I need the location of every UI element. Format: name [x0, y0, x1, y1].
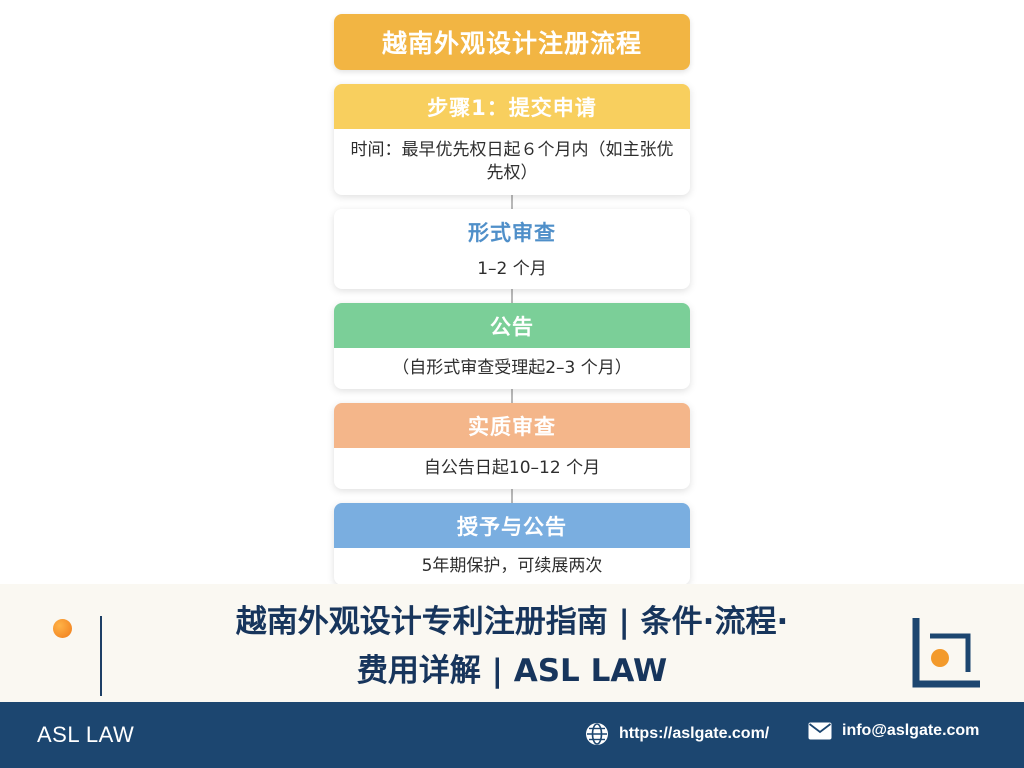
step-detail: 自公告日起10–12 个月	[423, 458, 601, 479]
step-publication: 公告 （自形式审查受理起2–3 个月）	[334, 303, 690, 389]
step-detail: （自形式审查受理起2–3 个月）	[392, 358, 632, 379]
email-address: info@aslgate.com	[842, 722, 980, 739]
step-heading: 授予与公告	[334, 503, 690, 548]
email-link[interactable]: info@aslgate.com	[808, 722, 979, 740]
envelope-icon	[808, 722, 832, 740]
connector-line	[511, 195, 513, 209]
page-title-line-2: 费用详解 | ASL LAW	[356, 653, 668, 689]
flowchart-title: 越南外观设计注册流程	[334, 14, 690, 70]
footer-brand: ASL LAW	[37, 722, 135, 747]
step-detail: 5年期保护，可续展两次	[421, 556, 603, 577]
connector-line	[511, 489, 513, 503]
step-submit-application: 步骤1：提交申请 时间：最早优先权日起６个月内（如主张优先权）	[334, 84, 690, 195]
step-heading: 公告	[334, 303, 690, 348]
website-url: https://aslgate.com/	[619, 725, 770, 742]
connector-line	[511, 389, 513, 403]
step-heading: 步骤1：提交申请	[334, 84, 690, 129]
connector-line	[511, 289, 513, 303]
page-title: 越南外观设计专利注册指南 | 条件·流程· 费用详解 | ASL LAW	[150, 598, 874, 696]
step-substantive-examination: 实质审查 自公告日起10–12 个月	[334, 403, 690, 489]
step-heading: 实质审查	[334, 403, 690, 448]
asl-logo-icon	[910, 614, 986, 690]
footer: ASL LAW https://aslgate.com/ info@aslgat…	[0, 702, 1024, 768]
title-band	[0, 584, 1024, 702]
step-heading: 形式审查	[334, 209, 690, 254]
orange-dot-icon	[53, 619, 72, 638]
globe-icon	[586, 723, 608, 745]
page-title-line-1: 越南外观设计专利注册指南 | 条件·流程·	[235, 604, 789, 640]
divider	[100, 616, 102, 696]
step-grant-and-publication: 授予与公告 5年期保护，可续展两次	[334, 503, 690, 585]
step-detail: 时间：最早优先权日起６个月内（如主张优先权）	[350, 140, 674, 183]
step-formal-examination: 形式审查 1–2 个月	[334, 209, 690, 289]
step-detail: 1–2 个月	[477, 259, 547, 280]
website-link[interactable]: https://aslgate.com/	[585, 722, 769, 746]
